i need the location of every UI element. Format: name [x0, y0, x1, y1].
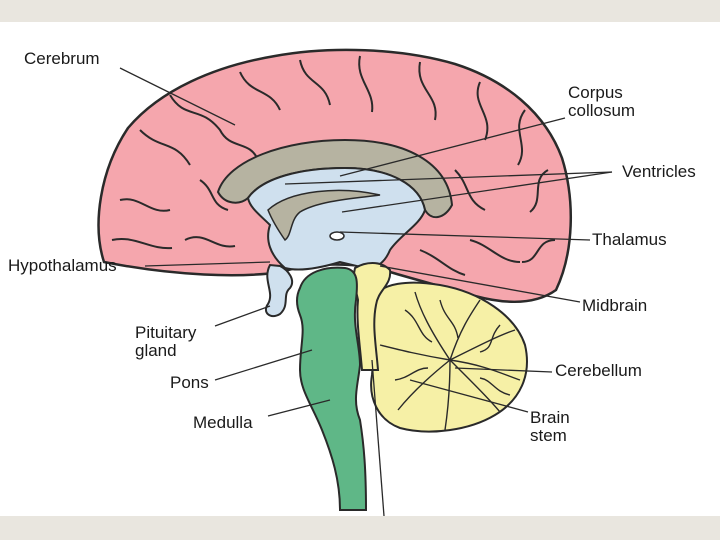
- gyri-lines: [111, 55, 556, 276]
- label-corpus-collosum: Corpus collosum: [568, 83, 636, 120]
- label-hypothalamus: Hypothalamus: [8, 256, 117, 275]
- ventricles-shape: [246, 166, 427, 271]
- line-cerebellum: [454, 367, 553, 373]
- line-ventricles-1: [284, 171, 613, 185]
- brain-diagram: [97, 48, 613, 516]
- label-pituitary-gland: Pituitary gland: [135, 323, 197, 360]
- label-midbrain: Midbrain: [582, 296, 648, 315]
- label-cerebellum: Cerebellum: [555, 361, 642, 380]
- label-ventricles: Ventricles: [622, 162, 696, 181]
- label-thalamus: Thalamus: [592, 230, 667, 249]
- thalamus-mark: [329, 231, 345, 241]
- line-midbrain: [379, 265, 581, 303]
- label-pons: Pons: [170, 373, 209, 392]
- cerebellum-folia: [379, 291, 521, 431]
- line-brainstem: [409, 379, 529, 413]
- pointer-lines: [119, 67, 613, 516]
- brainstem-shape: [296, 266, 368, 511]
- slide: Cerebrum Corpus collosum Ventricles Thal…: [0, 22, 720, 516]
- pituitary-shape: [264, 263, 294, 318]
- line-pituitary: [214, 305, 271, 327]
- label-brain-stem: Brain stem: [530, 408, 570, 445]
- midbrain-shape: [352, 262, 392, 371]
- line-hypothalamus: [144, 261, 271, 267]
- line-medulla: [267, 399, 331, 417]
- label-medulla: Medulla: [193, 413, 253, 432]
- line-cerebrum: [119, 67, 236, 126]
- line-spinal: [371, 359, 385, 516]
- ventricle-fold: [267, 189, 381, 242]
- label-cerebrum: Cerebrum: [24, 49, 100, 68]
- line-thalamus: [339, 231, 591, 241]
- line-pons: [214, 349, 313, 381]
- line-corpus: [339, 117, 566, 177]
- line-ventricles-2: [341, 171, 613, 213]
